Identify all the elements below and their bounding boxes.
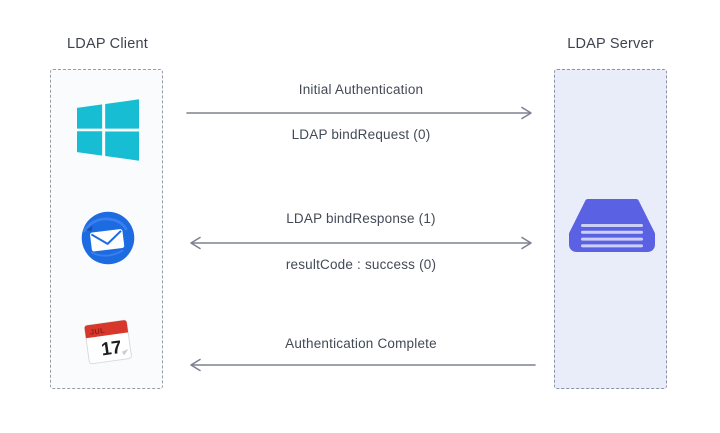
arrow-both-icon xyxy=(185,235,537,251)
message-3-title: Authentication Complete xyxy=(285,336,437,351)
message-1-detail: LDAP bindRequest (0) xyxy=(291,127,431,142)
client-box: JUL 17 xyxy=(50,69,163,389)
server-box xyxy=(554,69,667,389)
message-2-title: LDAP bindResponse (1) xyxy=(286,211,436,226)
calendar-day-label: 17 xyxy=(99,336,122,360)
calendar-month-label: JUL xyxy=(89,326,105,337)
message-2-detail: resultCode : success (0) xyxy=(285,257,437,272)
calendar-icon: JUL 17 xyxy=(51,313,164,371)
server-icon xyxy=(555,198,668,253)
client-title: LDAP Client xyxy=(67,36,148,52)
arrow-right-icon xyxy=(185,105,537,121)
thunderbird-icon xyxy=(51,209,164,267)
arrow-left-icon xyxy=(185,357,537,373)
server-title: LDAP Server xyxy=(567,36,654,52)
windows-icon xyxy=(51,99,164,161)
message-1-title: Initial Authentication xyxy=(298,82,424,97)
